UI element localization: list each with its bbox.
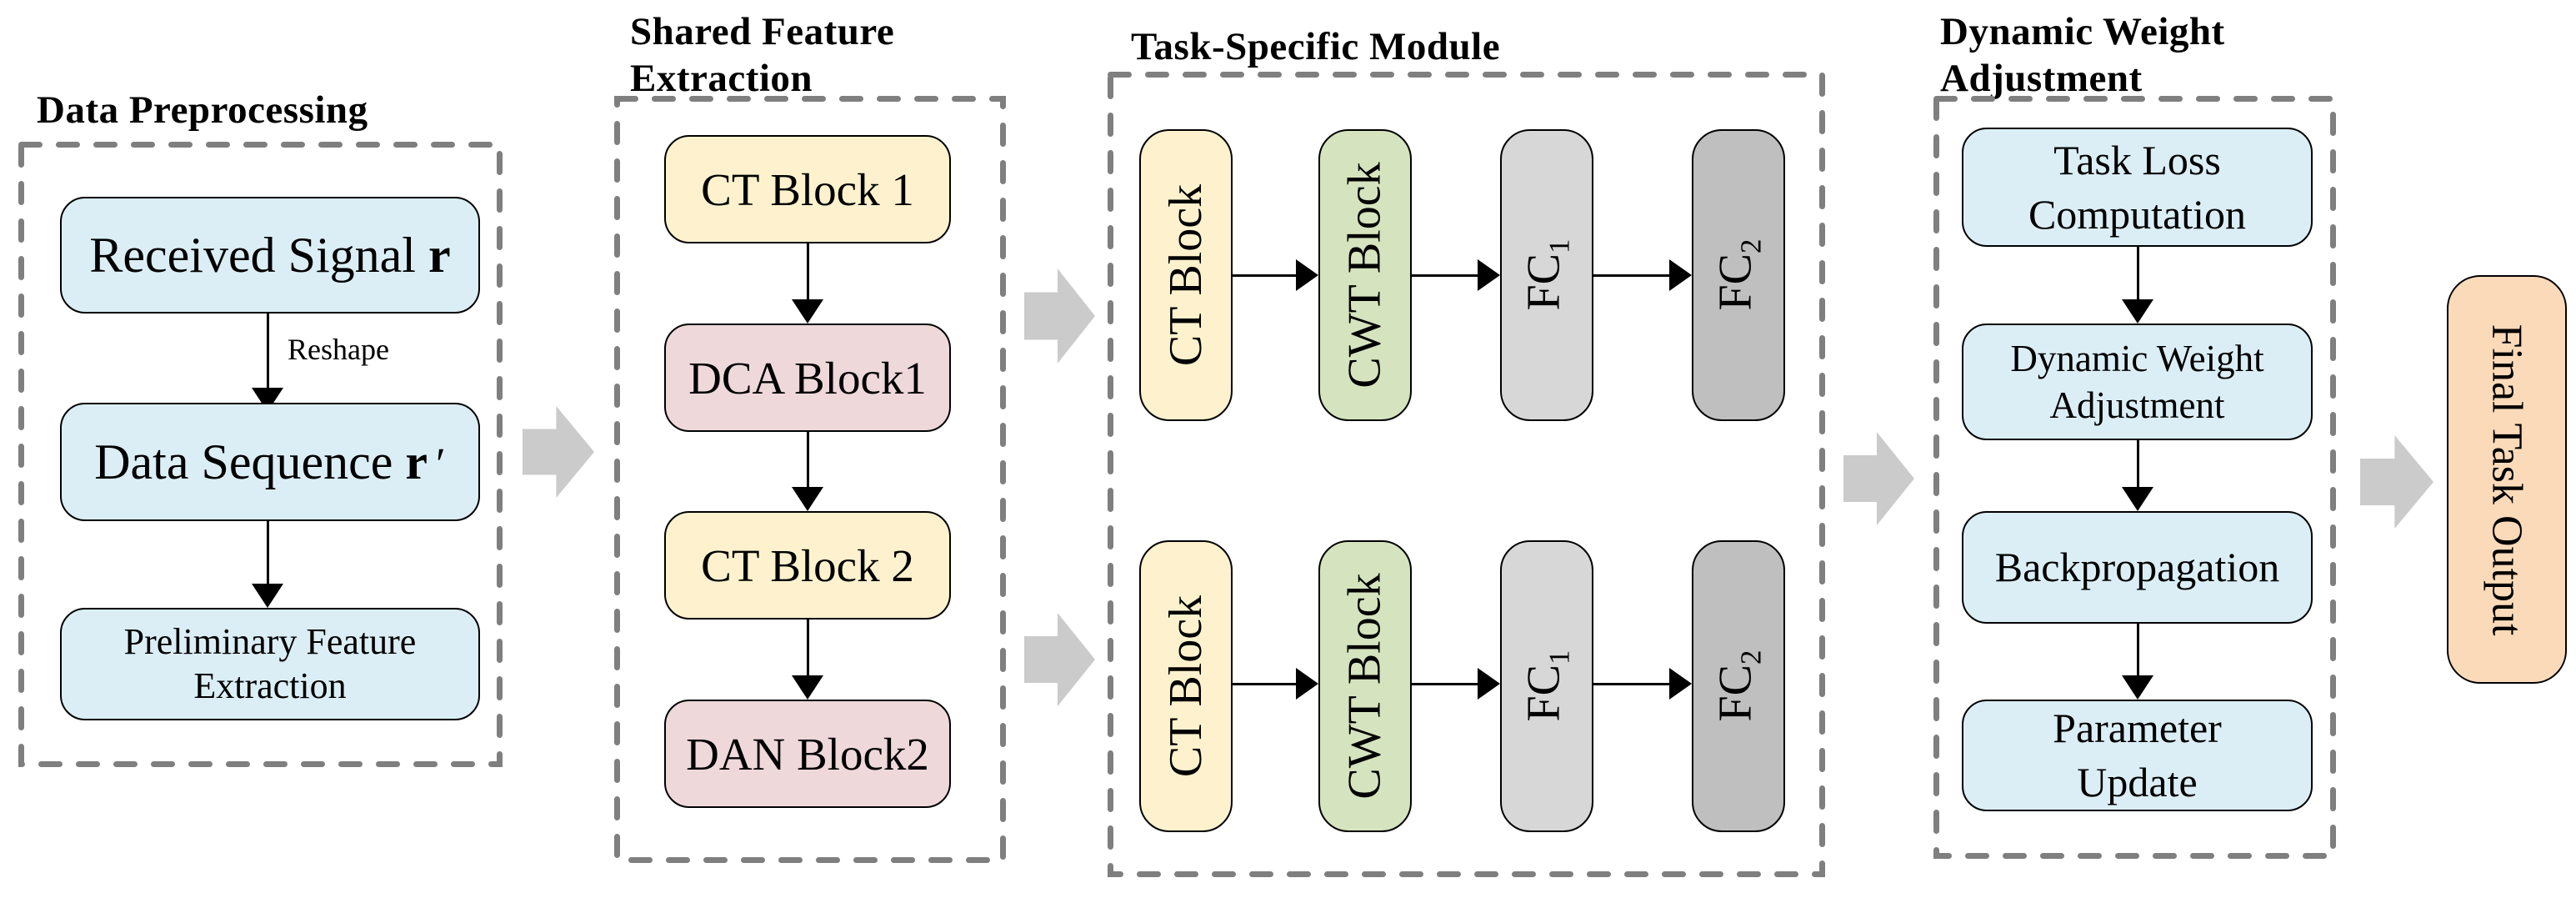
- node-label-line1: Task Loss: [2053, 136, 2221, 183]
- node-row1-fc2: FC2: [1692, 129, 1785, 421]
- node-label-line1: Preliminary Feature: [123, 620, 417, 662]
- dashed-border: [1108, 72, 1825, 877]
- node-row2-fc2: FC2: [1692, 540, 1785, 832]
- node-label-line2: Computation: [2028, 190, 2247, 238]
- flow-arrow-received-to-sequence: [252, 314, 283, 412]
- node-label: Backpropagation: [1994, 544, 2280, 590]
- node-preliminary-feature-extraction: Preliminary Feature Extraction: [60, 608, 480, 720]
- big-arrow-task-to-dynamic: [1843, 432, 1914, 525]
- shared-feature-title-line2: Extraction: [630, 57, 813, 100]
- shared-feature-title: Shared Feature Extraction: [630, 8, 894, 102]
- dynamic-weight-title-line1: Dynamic Weight: [1940, 10, 2225, 53]
- flow-arrow-row1-ct-to-cwt: [1233, 259, 1318, 291]
- big-arrow-shared-to-task-row2: [1024, 613, 1095, 706]
- node-label-line2: Update: [2077, 759, 2198, 805]
- big-arrow-dynamic-to-output: [2360, 435, 2433, 529]
- dashed-border: [1933, 96, 2336, 859]
- node-label-line1: Dynamic Weight: [2010, 337, 2264, 379]
- node-row2-cwt-block: CWT Block: [1318, 540, 1412, 832]
- big-arrow-shared-to-task-row1: [1024, 268, 1095, 364]
- shared-feature-title-line1: Shared Feature: [630, 10, 895, 53]
- node-data-sequence: Data Sequence r′: [60, 403, 480, 521]
- node-row2-fc1: FC1: [1500, 540, 1593, 832]
- node-task-loss-computation: Task Loss Computation: [1962, 128, 2313, 247]
- big-arrow-preprocessing-to-shared: [523, 406, 594, 498]
- node-label: Data Sequence r′: [94, 434, 446, 489]
- reshape-arrow-label: Reshape: [288, 333, 389, 366]
- node-row1-cwt-block: CWT Block: [1318, 129, 1412, 421]
- node-row1-fc1: FC1: [1500, 129, 1593, 421]
- node-row2-ct-block: CT Block: [1139, 540, 1233, 832]
- node-label-line2: Adjustment: [2049, 384, 2225, 426]
- flow-arrow-row2-fc1-to-fc2: [1593, 668, 1692, 700]
- data-preprocessing-title: Data Preprocessing: [37, 88, 368, 132]
- node-ct-block-2: CT Block 2: [664, 511, 951, 620]
- node-dan-block-2: DAN Block2: [664, 700, 951, 808]
- node-parameter-update: Parameter Update: [1962, 700, 2313, 811]
- flow-arrow-ct2-to-dan2: [792, 620, 823, 700]
- task-specific-panel: [1108, 72, 1825, 877]
- flow-arrow-dca1-to-ct2: [792, 432, 823, 511]
- dynamic-weight-panel: [1933, 96, 2336, 859]
- dynamic-weight-title: Dynamic Weight Adjustment: [1940, 8, 2225, 102]
- shared-feature-panel: [614, 96, 1006, 863]
- node-backpropagation: Backpropagation: [1962, 511, 2313, 624]
- flow-arrow-row2-cwt-to-fc1: [1412, 668, 1500, 700]
- dashed-border: [18, 142, 503, 767]
- task-specific-title: Task-Specific Module: [1131, 25, 1501, 68]
- node-row1-ct-block: CT Block: [1139, 129, 1233, 421]
- node-ct-block-1: CT Block 1: [664, 135, 951, 243]
- node-label: Received Signal r: [89, 227, 451, 283]
- node-label-line1: Parameter: [2053, 705, 2222, 751]
- flow-arrow-row2-ct-to-cwt: [1233, 668, 1318, 700]
- flow-arrow-ct1-to-dca1: [792, 243, 823, 324]
- flow-arrow-row1-cwt-to-fc1: [1412, 259, 1500, 291]
- node-label-line2: Extraction: [193, 665, 347, 706]
- data-preprocessing-panel: [18, 142, 503, 767]
- flow-arrow-sequence-to-preliminary: [252, 521, 283, 608]
- node-received-signal: Received Signal r: [60, 197, 480, 314]
- node-dca-block-1: DCA Block1: [664, 324, 951, 432]
- flow-arrow-loss-to-adjustment: [2122, 247, 2153, 324]
- dashed-border: [614, 96, 1006, 863]
- dynamic-weight-title-line2: Adjustment: [1940, 57, 2143, 100]
- flow-arrow-backprop-to-update: [2122, 624, 2153, 700]
- flow-arrow-adjustment-to-backprop: [2122, 440, 2153, 511]
- node-final-task-output: Final Task Output: [2447, 275, 2567, 684]
- node-dynamic-weight-adjustment: Dynamic Weight Adjustment: [1962, 324, 2313, 440]
- flow-arrow-row1-fc1-to-fc2: [1593, 259, 1692, 291]
